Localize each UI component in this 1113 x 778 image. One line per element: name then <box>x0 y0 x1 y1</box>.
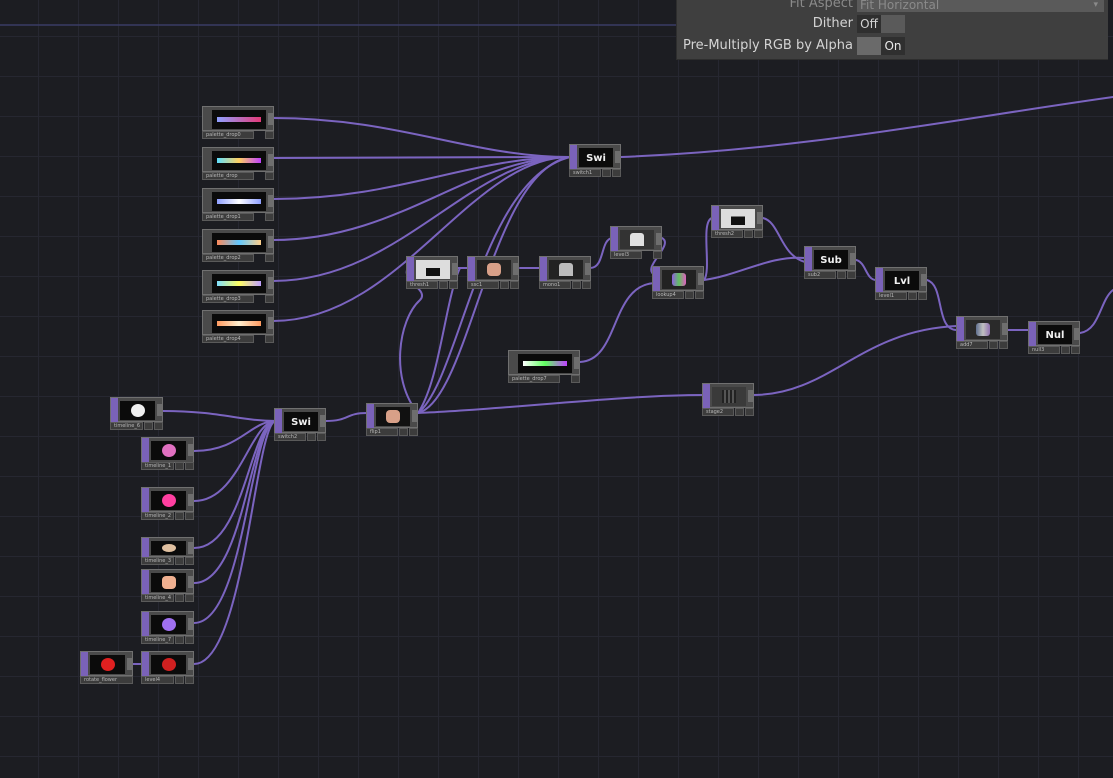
node-label: flip1 <box>366 428 398 436</box>
palette-drop7-node[interactable]: palette_drop7 <box>508 350 580 384</box>
thresh1-node[interactable]: thresh1 <box>406 256 458 290</box>
dither-value: Off <box>857 15 881 33</box>
stage2-node[interactable]: stage2 <box>702 383 754 417</box>
node-label: palette_drop2 <box>202 254 254 262</box>
node-label: null3 <box>1028 346 1060 354</box>
node-label: level1 <box>875 292 907 300</box>
premultiply-row: Pre-Multiply RGB by Alpha On <box>677 36 1108 56</box>
node-label: timeline_7 <box>141 636 174 644</box>
node-label: timeline_3 <box>141 557 174 565</box>
fit-aspect-dropdown[interactable]: Fit Horizontal ▾ <box>857 0 1104 12</box>
level4-node[interactable]: level4 <box>141 651 194 685</box>
node-op-label: Sub <box>820 255 842 266</box>
node-label: level3 <box>610 251 642 259</box>
palette-drop1-node[interactable]: palette_drop1 <box>202 188 274 222</box>
level3-node[interactable]: level3 <box>610 226 662 260</box>
node-label: timeline_6 <box>110 422 143 430</box>
node-label: timeline_2 <box>141 512 174 520</box>
node-label: level4 <box>141 676 174 684</box>
node-label: sub2 <box>804 271 836 279</box>
palette-drop0-node[interactable]: palette_drop0 <box>202 106 274 140</box>
timeline-3-node[interactable]: timeline_3 <box>141 537 194 571</box>
dither-label: Dither <box>812 16 853 31</box>
level1-node[interactable]: Lvl level1 <box>875 267 927 301</box>
node-label: stage2 <box>702 408 734 416</box>
switch1-node[interactable]: Swi switch1 <box>569 144 621 178</box>
node-op-label: Nul <box>1045 330 1065 341</box>
palette-drop4-node[interactable]: palette_drop4 <box>202 310 274 344</box>
palette-drop-node[interactable]: palette_drop <box>202 147 274 181</box>
toggle-handle <box>881 15 905 33</box>
node-label: thresh2 <box>711 230 743 238</box>
node-label: mono1 <box>539 281 571 289</box>
parameter-panel: Fit Aspect Fit Horizontal ▾ Dither Off Pr… <box>676 0 1108 60</box>
thresh2-node[interactable]: thresh2 <box>711 205 763 239</box>
ssc1-node[interactable]: ssc1 <box>467 256 519 290</box>
palette-drop2-node[interactable]: palette_drop2 <box>202 229 274 263</box>
premultiply-toggle[interactable]: On <box>857 37 905 55</box>
timeline-1-node[interactable]: timeline_1 <box>141 437 194 471</box>
fit-aspect-value: Fit Horizontal <box>860 0 940 12</box>
node-label: timeline_1 <box>141 462 174 470</box>
sub2-node[interactable]: Sub sub2 <box>804 246 856 280</box>
node-label: palette_drop <box>202 172 254 180</box>
node-label: palette_drop3 <box>202 295 254 303</box>
timeline-6-node[interactable]: timeline_6 <box>110 397 163 431</box>
rotate-flower-node[interactable]: rotate_flower <box>80 651 133 685</box>
premultiply-label: Pre-Multiply RGB by Alpha <box>682 38 853 53</box>
add7-node[interactable]: add7 <box>956 316 1008 350</box>
node-label: add7 <box>956 341 988 349</box>
fit-aspect-row: Fit Aspect Fit Horizontal ▾ <box>677 0 1108 14</box>
null3-node[interactable]: Nul null3 <box>1028 321 1080 355</box>
node-label: thresh1 <box>406 281 438 289</box>
node-label: timeline_4 <box>141 594 174 602</box>
toggle-handle <box>857 37 881 55</box>
node-op-label: Lvl <box>893 276 911 287</box>
fit-aspect-label: Fit Aspect <box>789 0 853 11</box>
switch2-node[interactable]: Swi switch2 <box>274 408 326 442</box>
node-op-label: Swi <box>586 153 606 164</box>
node-label: palette_drop7 <box>508 375 560 383</box>
lookup4-node[interactable]: lookup4 <box>652 266 704 300</box>
dither-row: Dither Off <box>677 14 1108 34</box>
dither-toggle[interactable]: Off <box>857 15 905 33</box>
node-op-label: Swi <box>291 417 311 428</box>
mono1-node[interactable]: mono1 <box>539 256 591 290</box>
chevron-down-icon: ▾ <box>1093 0 1098 10</box>
node-label: rotate_flower <box>80 676 133 684</box>
node-label: palette_drop0 <box>202 131 254 139</box>
node-label: switch1 <box>569 169 601 177</box>
node-label: palette_drop1 <box>202 213 254 221</box>
palette-drop3-node[interactable]: palette_drop3 <box>202 270 274 304</box>
timeline-2-node[interactable]: timeline_2 <box>141 487 194 521</box>
timeline-4-node[interactable]: timeline_4 <box>141 569 194 603</box>
node-label: lookup4 <box>652 291 684 299</box>
node-label: palette_drop4 <box>202 335 254 343</box>
flip1-node[interactable]: flip1 <box>366 403 418 437</box>
node-label: switch2 <box>274 433 306 441</box>
node-label: ssc1 <box>467 281 499 289</box>
timeline-7-node[interactable]: timeline_7 <box>141 611 194 645</box>
premultiply-value: On <box>881 37 905 55</box>
